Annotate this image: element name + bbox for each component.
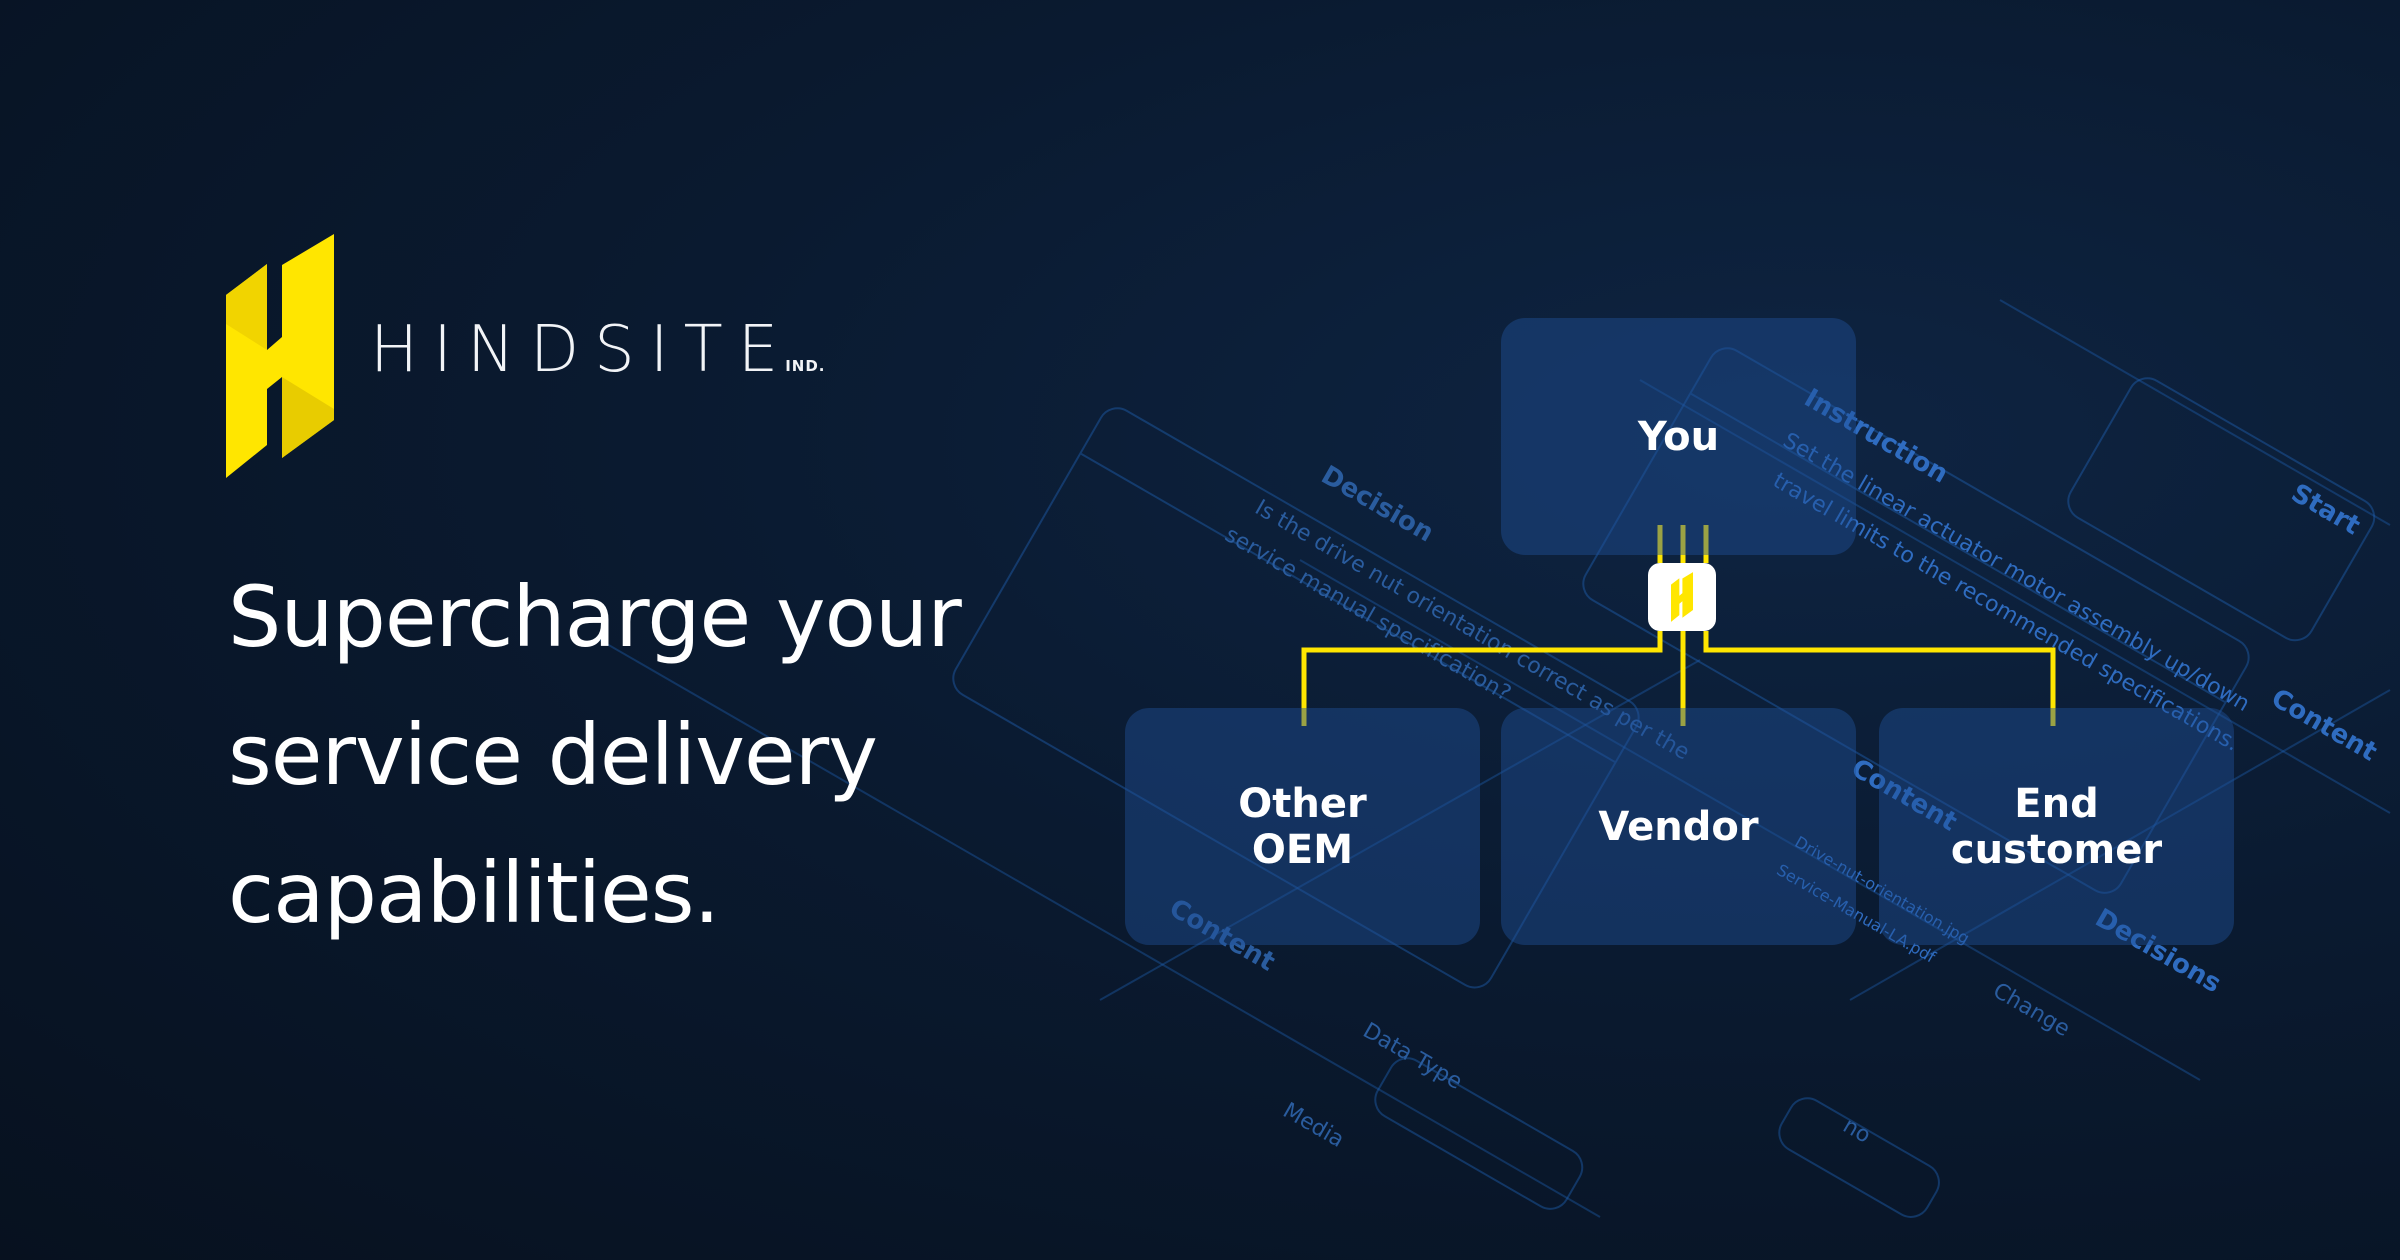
node-label: Other	[1238, 780, 1367, 827]
node-you: You	[1501, 318, 1856, 555]
node-label: End	[2014, 780, 2099, 827]
brand-wordmark: HINDSITEIND.	[370, 318, 825, 382]
brand-name: HINDSITE	[370, 313, 794, 387]
brand-suffix: IND.	[785, 357, 826, 375]
node-label: customer	[1950, 826, 2163, 873]
node-vendor: Vendor	[1501, 708, 1856, 945]
node-label: Vendor	[1598, 803, 1759, 850]
headline: Supercharge your service delivery capabi…	[228, 548, 962, 962]
hindsite-logo-icon	[1671, 572, 1693, 622]
node-label: OEM	[1251, 826, 1354, 873]
hub-node	[1648, 563, 1716, 631]
headline-line: Supercharge your	[228, 568, 962, 666]
hindsite-logo-icon	[226, 234, 334, 478]
headline-line: service delivery	[228, 706, 878, 804]
node-label: You	[1637, 413, 1720, 460]
headline-line: capabilities.	[228, 844, 720, 942]
